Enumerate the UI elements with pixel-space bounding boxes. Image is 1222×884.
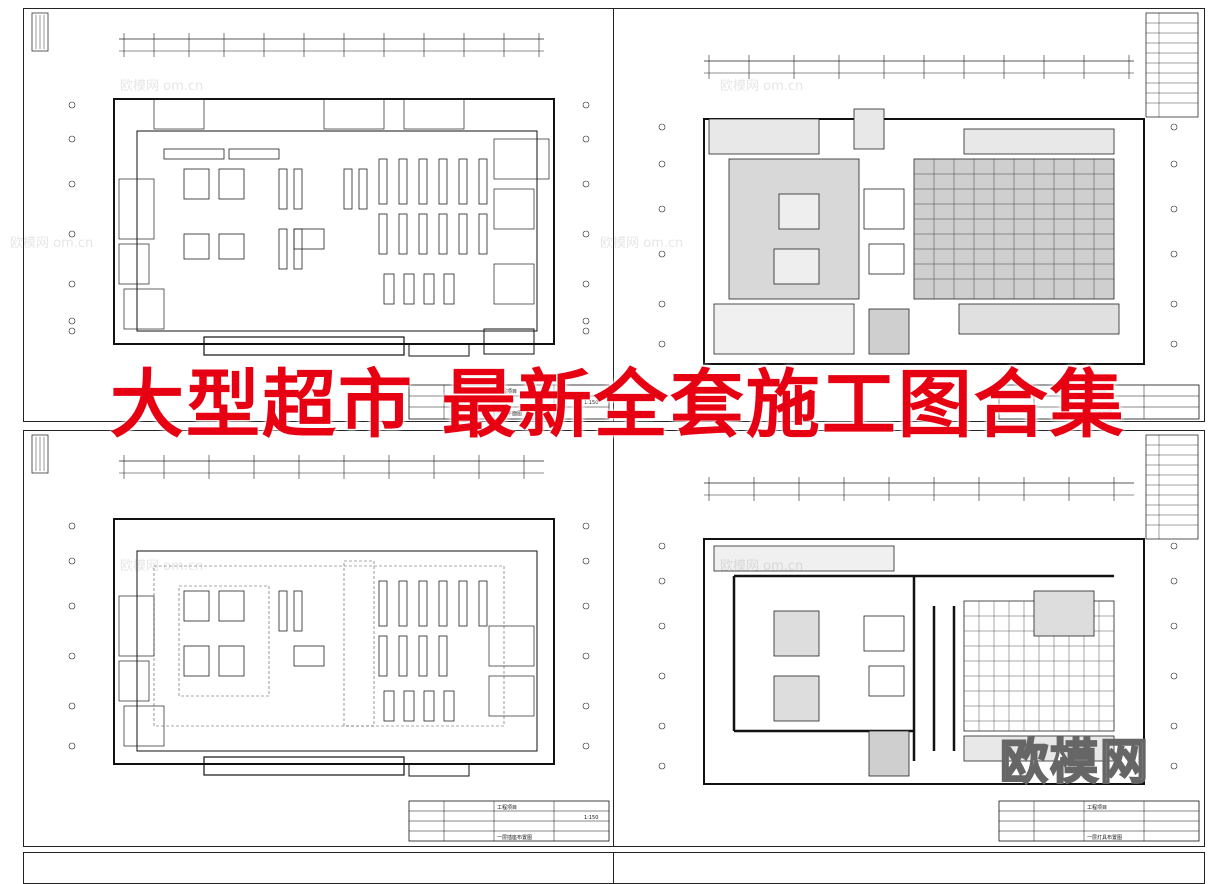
- brand-watermark-logo: 欧模网: [999, 734, 1151, 790]
- title-block-project: 工程项目: [1087, 388, 1107, 395]
- drawing-sheet-socket-plan: 工程项目 一层插座布置图 1:150: [23, 430, 615, 847]
- legend-table: [1145, 12, 1199, 118]
- drawing-sheet-floor-plan: 工程项目 一层平面图 1:150: [23, 8, 615, 422]
- legend-table: [1145, 434, 1199, 540]
- title-block-scale: 1:150: [584, 400, 598, 406]
- title-block: 工程项目 一层平面图 1:150: [408, 384, 610, 420]
- floor-plan-drawing: 工程项目 一层平面图 1:150: [31, 12, 610, 420]
- drawing-sheet-lighting-plan: 工程项目 一层灯具布置图: [613, 430, 1205, 847]
- watermark-text: 欧模网 om.cn: [720, 559, 804, 574]
- drawing-sheet-partial-left: [23, 852, 615, 884]
- drawing-sheet-partial-right: [613, 852, 1205, 884]
- title-block: 工程项目 一层插座布置图 1:150: [408, 800, 610, 842]
- title-block-scale: 1:150: [584, 815, 598, 821]
- title-block-drawing: 一层灯具布置图: [1087, 834, 1122, 841]
- ceiling-plan-drawing: 工程项目 一层天花图: [658, 12, 1200, 420]
- title-block-project: 工程项目: [1087, 804, 1107, 811]
- watermark-text: 欧模网 om.cn: [720, 79, 804, 94]
- lighting-plan-drawing: 工程项目 一层灯具布置图: [658, 434, 1200, 842]
- watermark-text: 欧模网 om.cn: [600, 236, 684, 251]
- watermark-text: 欧模网 om.cn: [120, 79, 204, 94]
- title-block: 工程项目 一层灯具布置图: [998, 800, 1200, 842]
- watermark-text: 欧模网 om.cn: [10, 236, 94, 251]
- title-block-drawing: 一层平面图: [497, 411, 522, 417]
- headline-title: 大型超市 最新全套施工图合集: [110, 362, 1126, 448]
- socket-plan-drawing: 工程项目 一层插座布置图 1:150: [31, 434, 610, 842]
- title-block-project: 工程项目: [497, 804, 517, 811]
- title-block-project: 工程项目: [497, 388, 517, 395]
- title-block-drawing: 一层天花图: [1087, 410, 1112, 417]
- title-block: 工程项目 一层天花图: [998, 384, 1200, 420]
- drawing-sheet-ceiling-plan: 工程项目 一层天花图: [613, 8, 1205, 422]
- watermark-text: 欧模网 om.cn: [120, 559, 204, 574]
- title-block-drawing: 一层插座布置图: [497, 834, 532, 841]
